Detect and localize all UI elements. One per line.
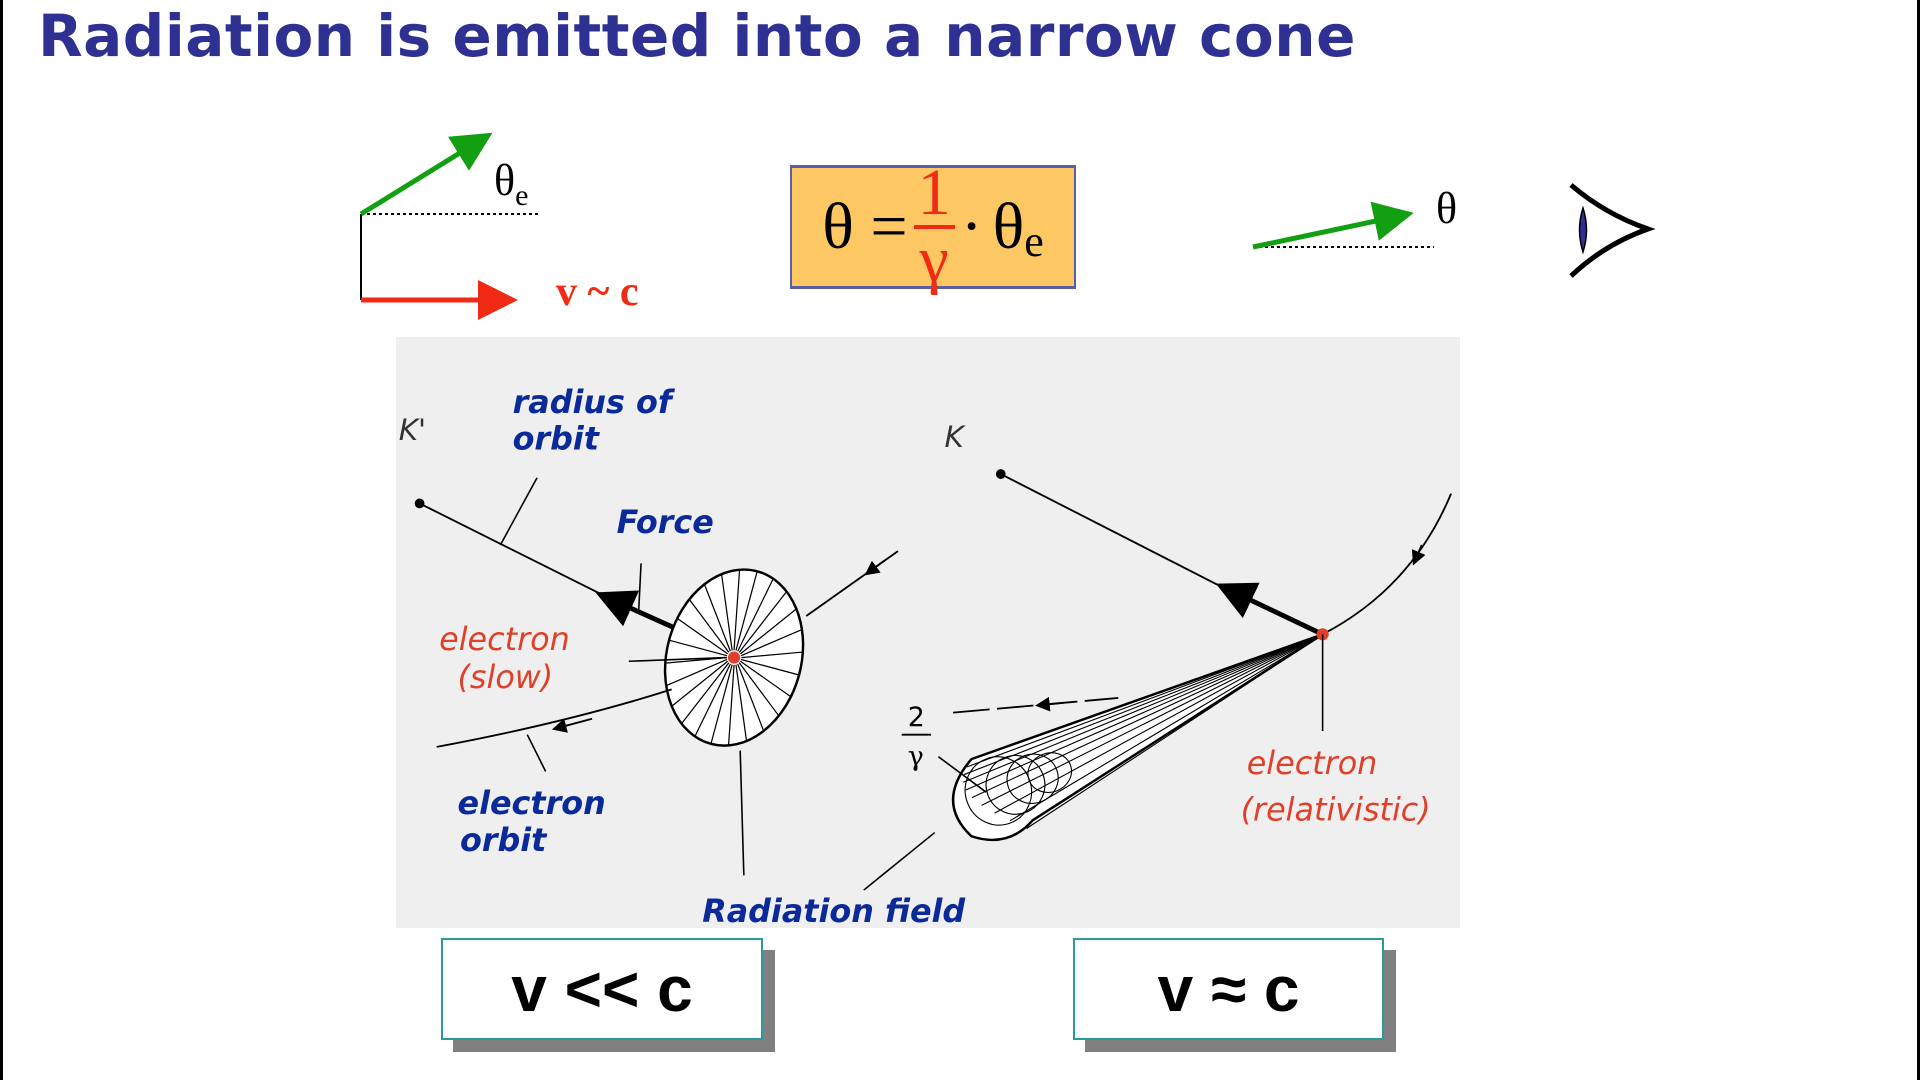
radiation-figure: K' radius of orbit Force electron (slow)… — [396, 337, 1460, 928]
radiation-figure-drawing: K' radius of orbit Force electron (slow)… — [399, 383, 1452, 928]
slide-title: Radiation is emitted into a narrow cone — [38, 2, 1356, 70]
slow-velocity-box: v << c — [441, 938, 763, 1040]
force-arrow — [595, 590, 677, 631]
slow-electron-diagram: K' radius of orbit Force electron (slow)… — [399, 383, 899, 876]
radius-label-2: orbit — [513, 420, 601, 458]
relativistic-electron-label-2: (relativistic) — [1241, 790, 1431, 828]
right-border — [1917, 0, 1920, 1080]
orbit-label: electron — [458, 784, 606, 822]
radiation-field-label: Radiation field — [702, 892, 966, 928]
force-label: Force — [617, 503, 714, 541]
radius-label: radius of — [513, 383, 676, 421]
eye-icon — [1569, 183, 1656, 278]
angle-numerator: 2 — [908, 702, 925, 733]
left-border — [0, 0, 3, 1080]
slow-electron-label: electron — [439, 620, 570, 658]
formula-numerator: 1 — [913, 160, 955, 229]
theta-e-label: θe — [494, 156, 528, 212]
theta-label: θ — [1436, 184, 1457, 233]
formula-lhs: θ = — [822, 190, 908, 263]
frame-k-prime: K' — [399, 413, 426, 447]
frame-k: K — [945, 420, 967, 454]
angle-diagram: θe v ~ c θ — [359, 132, 1656, 320]
formula-subscript: e — [1024, 216, 1044, 266]
formula-denominator: γ — [919, 223, 949, 296]
relativistic-electron-diagram: K 2 γ electron (relativistic) — [863, 420, 1452, 891]
relativistic-velocity-box: v ≈ c — [1073, 938, 1384, 1040]
slow-electron-label-2: (slow) — [458, 658, 554, 696]
force-arrow — [1215, 582, 1324, 637]
velocity-label: v ~ c — [556, 269, 638, 315]
radiation-cone — [951, 633, 1324, 842]
formula-theta: θ — [992, 190, 1025, 263]
observed-arrow — [1252, 201, 1414, 250]
angle-denominator: γ — [908, 741, 924, 772]
orbit-label-2: orbit — [460, 821, 548, 859]
formula-dot: · — [960, 190, 983, 263]
relativistic-electron-label: electron — [1247, 744, 1378, 782]
emission-arrow — [359, 132, 493, 217]
formula-fraction: 1 γ — [913, 160, 955, 296]
